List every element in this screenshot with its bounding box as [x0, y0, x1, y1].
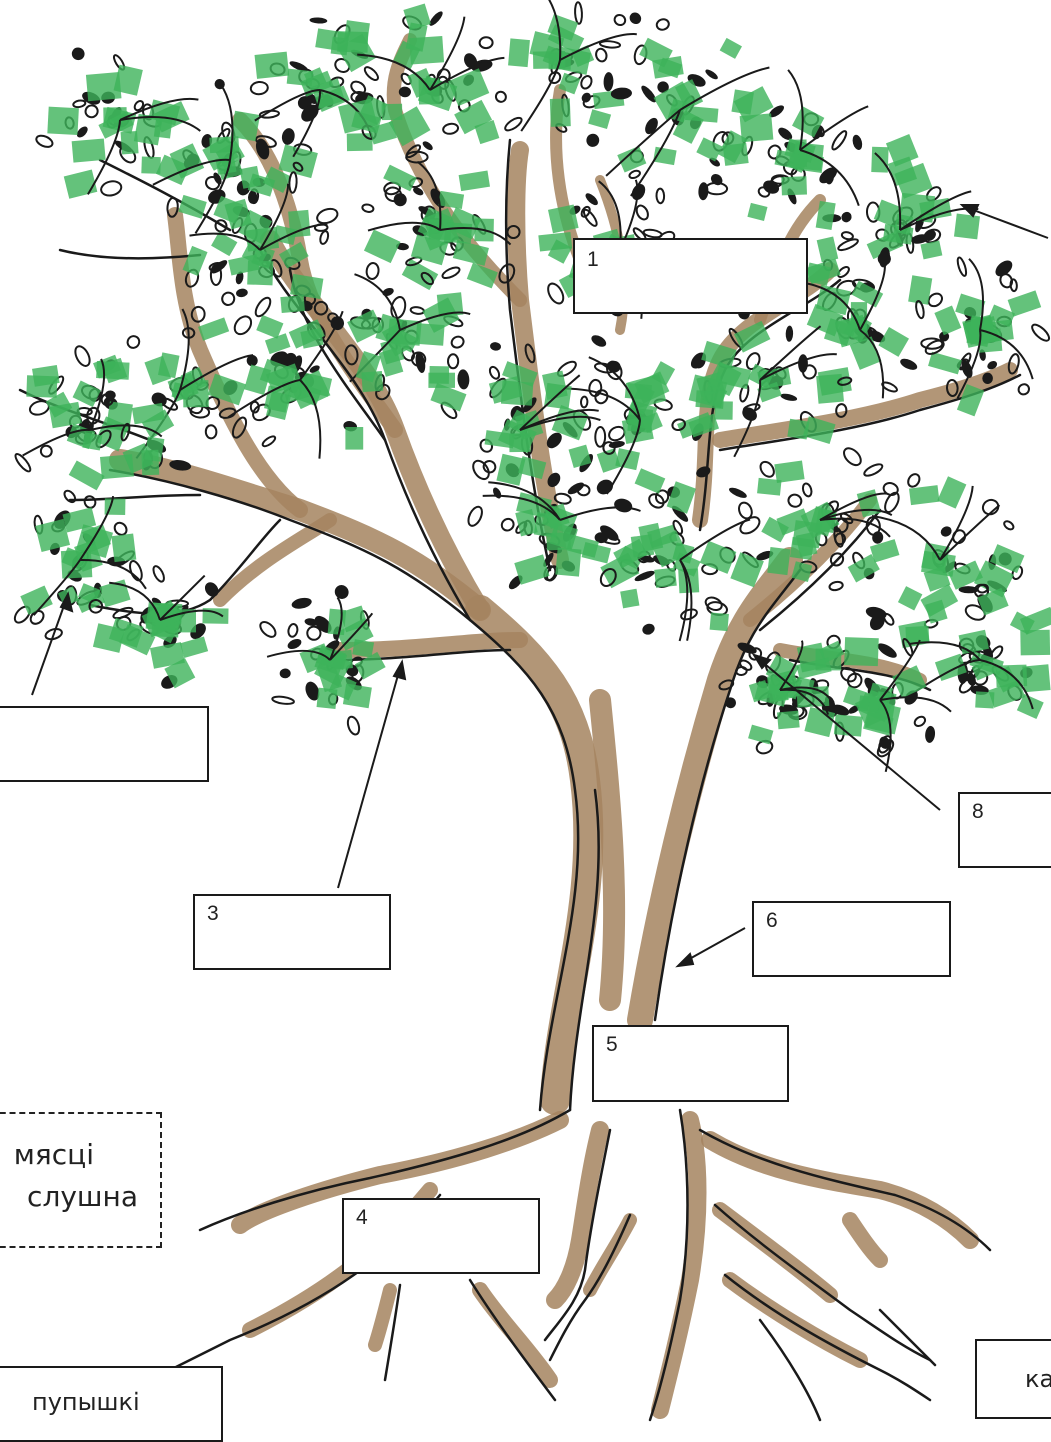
- instruction-line-1: мясці: [13, 1138, 94, 1171]
- pointer-arrows: [31, 204, 1049, 968]
- label-number-4: 4: [356, 1206, 368, 1229]
- label-number-1: 1: [587, 248, 599, 271]
- instruction-line-2: слушна: [27, 1180, 138, 1213]
- label-box-4[interactable]: 4: [342, 1198, 540, 1274]
- word-card-left[interactable]: пупышкі: [0, 1366, 223, 1442]
- label-number-3: 3: [207, 902, 219, 925]
- label-box-6[interactable]: 6: [752, 901, 951, 977]
- instruction-box: мясці слушна: [0, 1112, 162, 1248]
- label-box-5[interactable]: 5: [592, 1025, 789, 1102]
- label-box-3[interactable]: 3: [193, 894, 391, 970]
- foliage: [13, 0, 1051, 773]
- label-number-6: 6: [766, 909, 778, 932]
- label-box-8[interactable]: 8: [958, 792, 1051, 868]
- word-card-left-text: пупышкі: [32, 1388, 140, 1416]
- label-number-8: 8: [972, 800, 984, 823]
- word-card-right[interactable]: ка: [975, 1339, 1051, 1419]
- label-number-5: 5: [606, 1033, 618, 1056]
- label-box-2[interactable]: [0, 706, 209, 782]
- word-card-right-text: ка: [1025, 1365, 1051, 1393]
- label-box-1[interactable]: 1: [573, 238, 808, 314]
